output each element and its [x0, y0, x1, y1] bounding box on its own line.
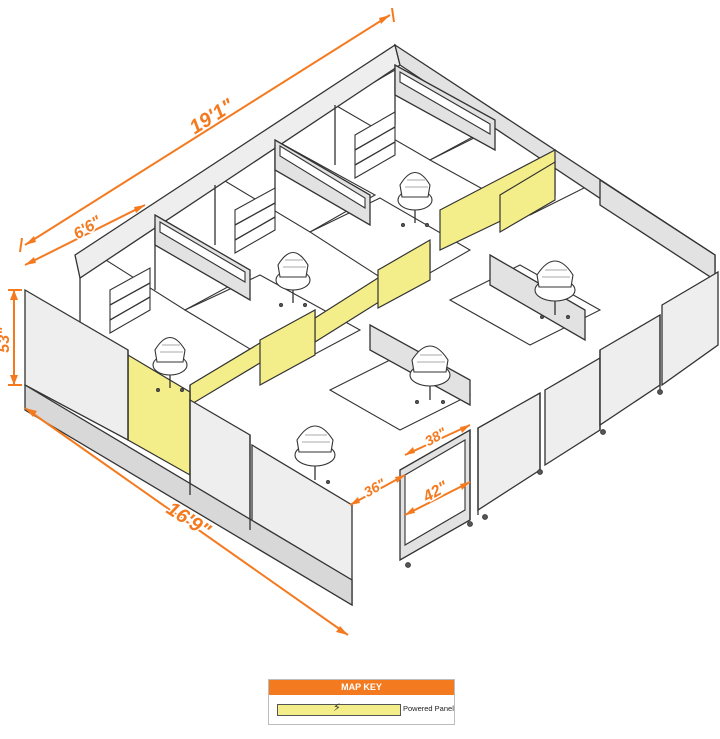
chair [294, 425, 336, 484]
front-walls [24, 270, 719, 607]
chair [534, 260, 576, 319]
dimension-lines [8, 7, 471, 636]
map-key: MAP KEY ⚡︎ Powered Panel [268, 679, 455, 725]
dim-overall-length: 19'1" [186, 95, 238, 139]
map-key-item-label: Powered Panel [403, 704, 454, 713]
powered-panel-swatch: ⚡︎ [277, 702, 401, 716]
powered-panels [127, 149, 556, 477]
lightning-bolt-icon: ⚡︎ [333, 702, 341, 714]
chair [397, 171, 433, 227]
chair [275, 251, 311, 307]
chair [152, 336, 188, 392]
chairs [152, 171, 576, 484]
map-key-item-powered-panel: ⚡︎ Powered Panel [269, 695, 454, 724]
desks [109, 111, 396, 334]
map-key-title: MAP KEY [269, 680, 454, 695]
chair [409, 345, 451, 404]
internal-panels [154, 63, 716, 407]
dim-panel-height: 53" [0, 327, 13, 353]
